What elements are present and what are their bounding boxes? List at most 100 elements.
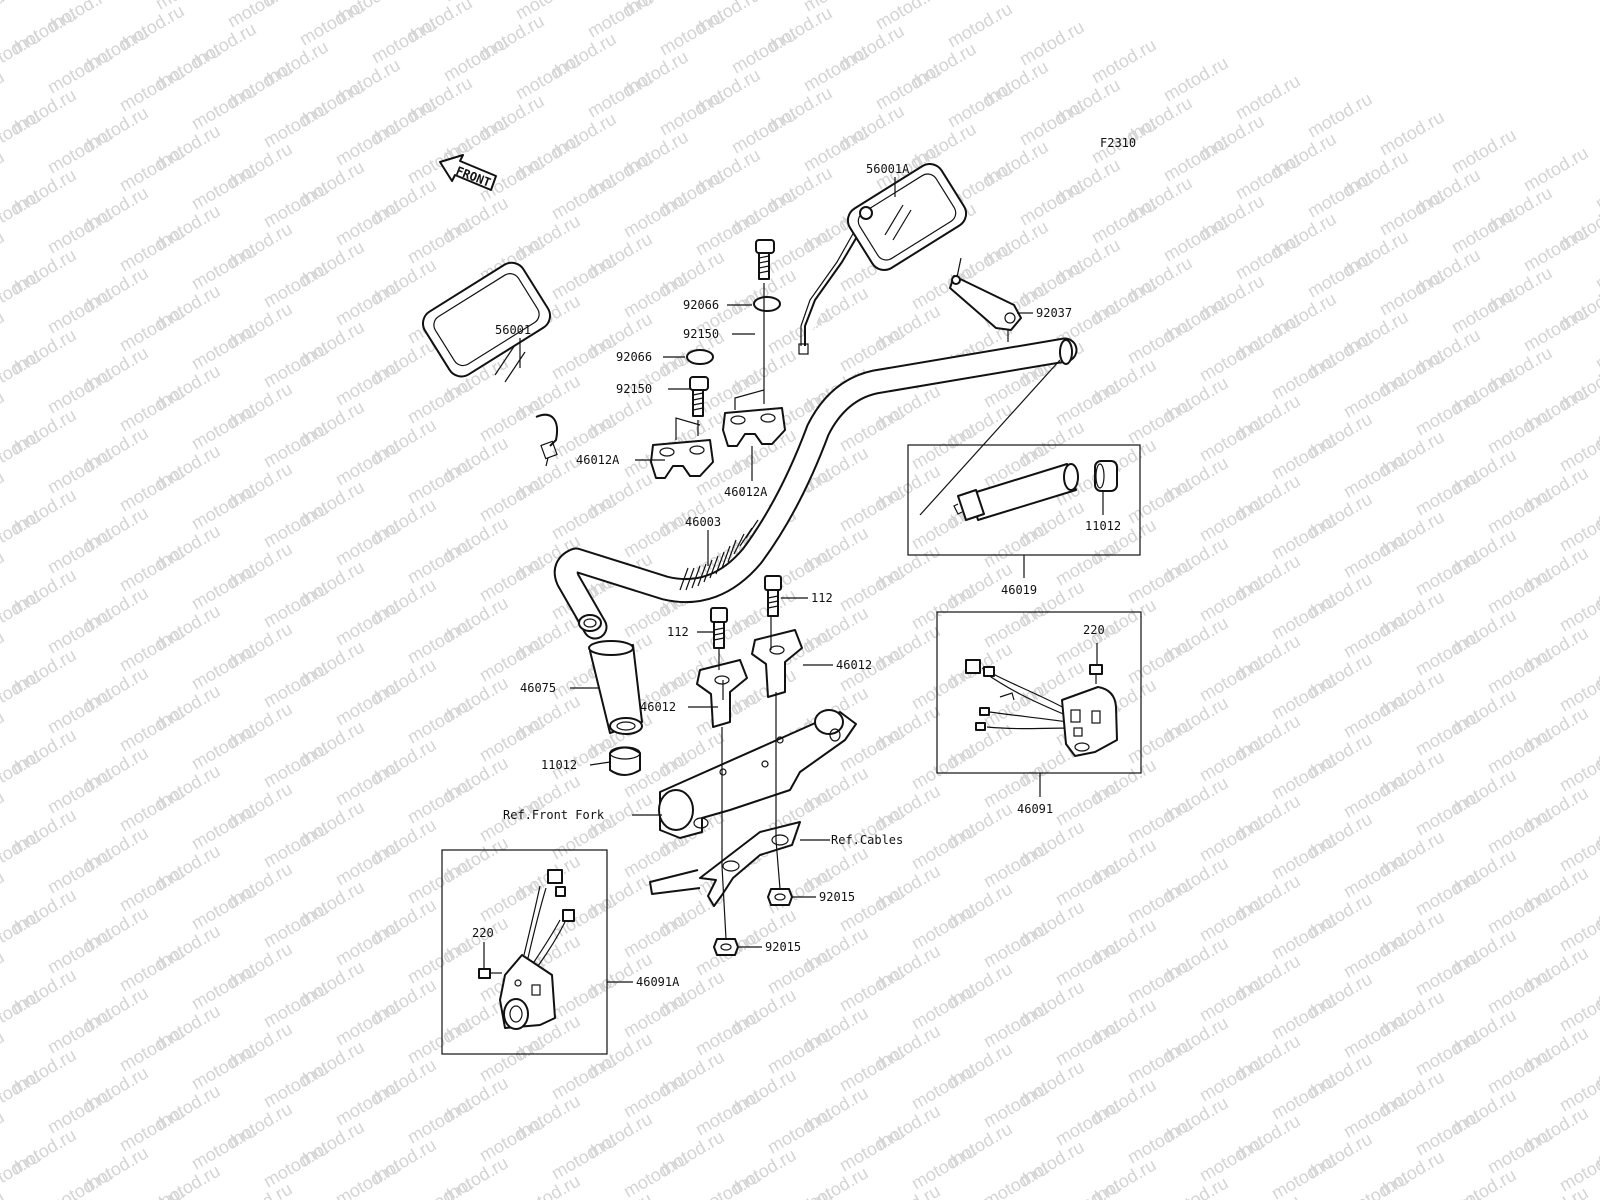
- watermark-text: motod.ru: [0, 267, 44, 320]
- watermark-text: motod.ru: [1592, 241, 1600, 294]
- watermark-text: motod.ru: [836, 563, 908, 616]
- watermark-text: motod.ru: [0, 147, 8, 200]
- watermark-text: motod.ru: [260, 259, 332, 312]
- switch-right-part: [965, 659, 1118, 757]
- watermark-text: motod.ru: [0, 107, 44, 160]
- watermark-text: motod.ru: [908, 581, 980, 634]
- right-switch-box: [936, 611, 1142, 774]
- watermark-text: motod.ru: [0, 1147, 44, 1200]
- watermark-text: motod.ru: [260, 739, 332, 792]
- watermark-text: motod.ru: [260, 579, 332, 632]
- watermark-text: motod.ru: [656, 87, 728, 140]
- watermark-text: motod.ru: [620, 909, 692, 962]
- watermark-text: motod.ru: [1340, 609, 1412, 662]
- callout-ref-front-fork: Ref.Front Fork: [503, 808, 605, 822]
- watermark-text: motod.ru: [332, 1157, 404, 1200]
- watermark-text: motod.ru: [296, 0, 368, 49]
- watermark-text: motod.ru: [332, 757, 404, 810]
- watermark-text: motod.ru: [1196, 1133, 1268, 1186]
- watermark-text: motod.ru: [692, 1007, 764, 1060]
- watermark-text: motod.ru: [368, 15, 440, 68]
- watermark-text: motod.ru: [332, 437, 404, 490]
- watermark-text: motod.ru: [764, 1025, 836, 1078]
- watermark-text: motod.ru: [1196, 653, 1268, 706]
- watermark-text: motod.ru: [0, 307, 8, 360]
- watermark-text: motod.ru: [332, 357, 404, 410]
- watermark-text: motod.ru: [1304, 169, 1376, 222]
- watermark-text: motod.ru: [908, 821, 980, 874]
- watermark-text: motod.ru: [1484, 1045, 1556, 1098]
- watermark-text: motod.ru: [1484, 565, 1556, 618]
- watermark-text: motod.ru: [764, 1105, 836, 1158]
- watermark-text: motod.ru: [1052, 1017, 1124, 1070]
- callout-throttle-assembly: 46019: [1001, 583, 1037, 597]
- watermark-text: motod.ru: [0, 907, 44, 960]
- watermark-text: motod.ru: [188, 961, 260, 1014]
- watermark-text: motod.ru: [0, 707, 8, 760]
- watermark-text: motod.ru: [44, 525, 116, 578]
- triple-clamp-part: [658, 709, 857, 839]
- watermark-text: motod.ru: [0, 1067, 44, 1120]
- watermark-text: motod.ru: [1484, 965, 1556, 1018]
- watermark-text: motod.ru: [188, 401, 260, 454]
- watermark-text: motod.ru: [1340, 1009, 1412, 1062]
- watermark-text: motod.ru: [1340, 369, 1412, 422]
- watermark-text: motod.ru: [980, 599, 1052, 652]
- watermark-text: motod.ru: [116, 383, 188, 436]
- watermark-text: motod.ru: [188, 241, 260, 294]
- watermark-text: motod.ru: [188, 881, 260, 934]
- watermark-text: motod.ru: [548, 331, 620, 384]
- callout-switch-screw-left: 220: [472, 926, 494, 940]
- cap-lower-part: [686, 349, 714, 365]
- watermark-text: motod.ru: [116, 1023, 188, 1076]
- watermark-text: motod.ru: [404, 855, 476, 908]
- watermark-text: motod.ru: [188, 321, 260, 374]
- watermark-text: motod.ru: [332, 117, 404, 170]
- watermark-text: motod.ru: [692, 207, 764, 260]
- watermark-text: motod.ru: [1196, 573, 1268, 626]
- switch-left-part: [499, 869, 575, 1030]
- bolt-lower-part: [689, 376, 709, 417]
- callout-bolt-112-right: 112: [811, 591, 833, 605]
- watermark-text: motod.ru: [1196, 733, 1268, 786]
- watermark-text: motod.ru: [260, 179, 332, 232]
- watermark-text: motod.ru: [980, 519, 1052, 572]
- watermark-text: motod.ru: [0, 1187, 8, 1200]
- watermark-text: motod.ru: [476, 473, 548, 526]
- watermark-text: motod.ru: [908, 421, 980, 474]
- watermark-text: motod.ru: [44, 365, 116, 418]
- grip-end-part: [609, 746, 641, 776]
- watermark-text: motod.ru: [0, 507, 44, 560]
- watermark-text: motod.ru: [0, 827, 44, 880]
- left-grip-part: [588, 640, 643, 735]
- watermark-text: motod.ru: [836, 1043, 908, 1096]
- watermark-text: motod.ru: [800, 123, 872, 176]
- watermark-text: motod.ru: [548, 971, 620, 1024]
- throttle-grip-cap-part: [1094, 460, 1118, 492]
- callout-switch-screw-right: 220: [1083, 623, 1105, 637]
- watermark-text: motod.ru: [836, 483, 908, 536]
- watermark-text: motod.ru: [188, 1041, 260, 1094]
- watermark-text: motod.ru: [332, 917, 404, 970]
- watermark-text: motod.ru: [836, 963, 908, 1016]
- watermark-text: motod.ru: [116, 943, 188, 996]
- watermark-text: motod.ru: [1124, 475, 1196, 528]
- switch-screw-left-part: [478, 968, 502, 979]
- watermark-text: motod.ru: [404, 455, 476, 508]
- watermark-text: motod.ru: [584, 0, 656, 41]
- watermark-text: motod.ru: [1052, 937, 1124, 990]
- callout-holder-lower-right: 46012: [836, 658, 872, 672]
- watermark-text: motod.ru: [260, 419, 332, 472]
- callout-grip-end: 11012: [541, 758, 577, 772]
- watermark-text: motod.ru: [0, 27, 44, 80]
- watermark-text: motod.ru: [1340, 849, 1412, 902]
- watermark-text: motod.ru: [1484, 485, 1556, 538]
- watermark-text: motod.ru: [1412, 1187, 1484, 1200]
- watermark-text: motod.ru: [980, 1079, 1052, 1132]
- watermark-text: motod.ru: [548, 251, 620, 304]
- watermark-text: motod.ru: [512, 1171, 584, 1200]
- watermark-text: motod.ru: [44, 845, 116, 898]
- watermark-text: motod.ru: [1268, 1151, 1340, 1200]
- watermark-text: motod.ru: [404, 695, 476, 748]
